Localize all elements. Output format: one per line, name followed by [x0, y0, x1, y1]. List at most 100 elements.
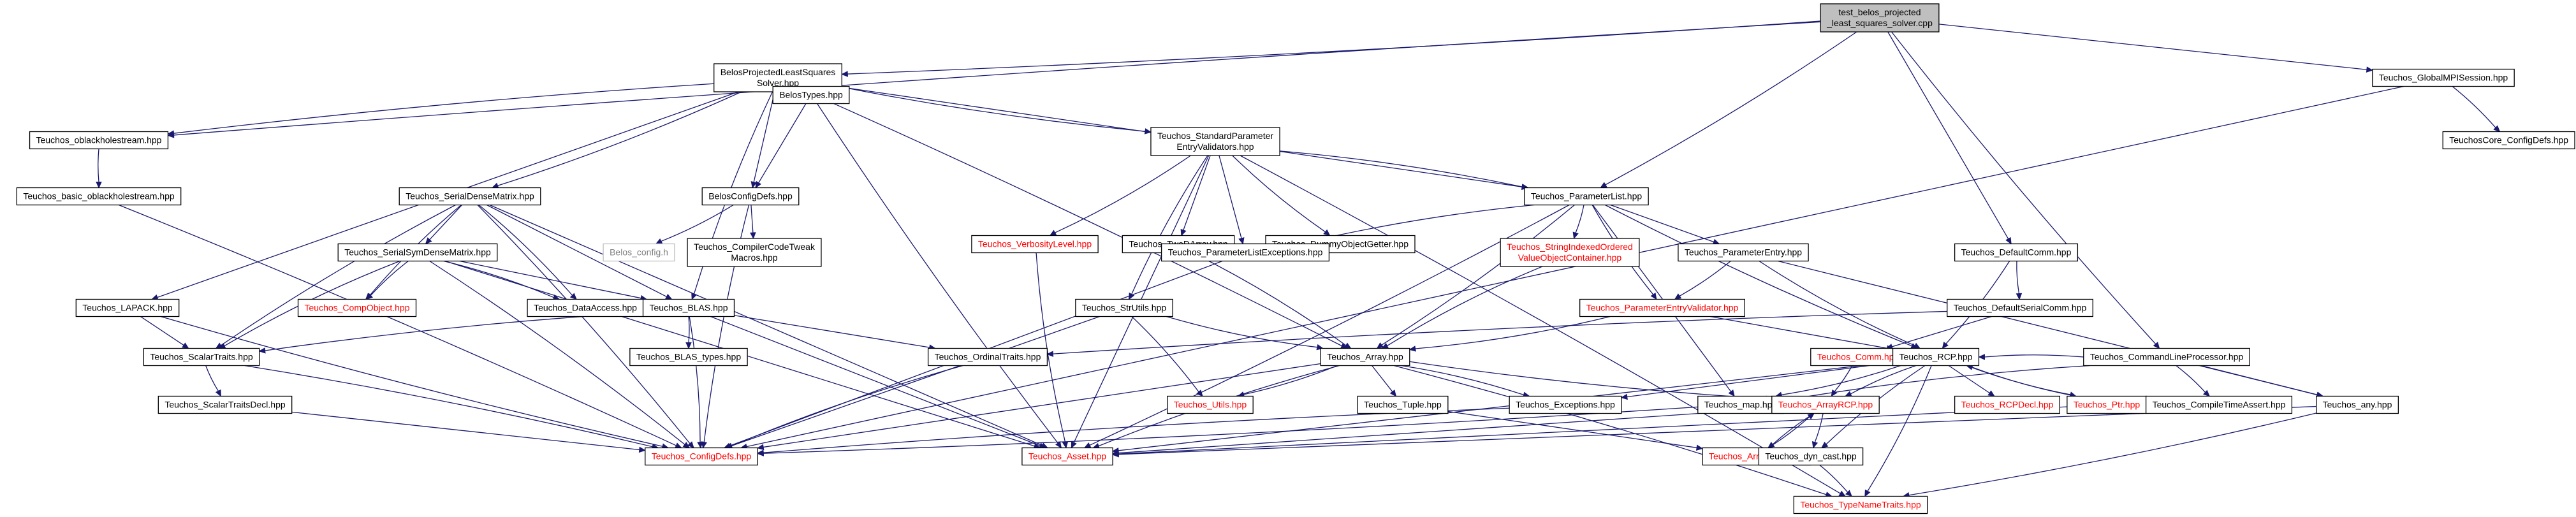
node-belostypes[interactable]: BelosTypes.hpp: [772, 85, 850, 105]
node-box: [1954, 243, 2079, 262]
edge-root-to-defaultcomm: [1887, 31, 2012, 245]
node-blastypes[interactable]: Teuchos_BLAS_types.hpp: [629, 347, 748, 367]
node-cmdline[interactable]: Teuchos_CommandLineProcessor.hpp: [2083, 347, 2250, 367]
edge-stdparam-to-twodarray: [1180, 155, 1211, 237]
node-basicoblack[interactable]: Teuchos_basic_oblackholestream.hpp: [16, 187, 182, 206]
edge-defaultcomm-to-defaultserialcomm: [2016, 261, 2023, 300]
node-scalartraits[interactable]: Teuchos_ScalarTraits.hpp: [143, 347, 260, 367]
node-label: Teuchos_SerialDenseMatrix.hpp: [406, 191, 534, 201]
edge-blas-to-blastypes: [685, 316, 692, 349]
node-label: _least_squares_solver.cpp: [1826, 18, 1933, 28]
node-oblack[interactable]: Teuchos_oblackholestream.hpp: [29, 131, 169, 150]
node-strutils[interactable]: Teuchos_StrUtils.hpp: [1075, 298, 1173, 317]
node-label: Teuchos_DefaultComm.hpp: [1961, 247, 2072, 258]
edge-pevalidator-to-array: [1409, 316, 1611, 352]
node-box: [1357, 395, 1449, 414]
node-rcp[interactable]: Teuchos_RCP.hpp: [1892, 347, 1980, 367]
node-compiletime[interactable]: Teuchos_CompileTimeAssert.hpp: [2145, 395, 2293, 414]
edge-blas-to-ordinaltraits: [734, 315, 936, 351]
node-plexceptions[interactable]: Teuchos_ParameterListExceptions.hpp: [1160, 243, 1330, 262]
node-box: [1500, 238, 1640, 267]
edge-root-to-cmdline: [1891, 31, 2160, 349]
node-box: [2067, 395, 2147, 414]
edge-blss-to-oblack: [167, 83, 714, 136]
node-blas[interactable]: Teuchos_BLAS.hpp: [642, 298, 735, 317]
node-defaultserialcomm[interactable]: Teuchos_DefaultSerialComm.hpp: [1947, 298, 2093, 317]
node-label: Teuchos_dyn_cast.hpp: [1765, 451, 1856, 462]
node-box: [399, 187, 541, 206]
edge-root-to-globalmpi: [1938, 24, 2374, 73]
node-label: Teuchos_any.hpp: [2323, 400, 2392, 410]
node-comm[interactable]: Teuchos_Comm.hpp: [1810, 347, 1906, 367]
node-tuple[interactable]: Teuchos_Tuple.hpp: [1357, 395, 1449, 414]
edge-array-to-arrayrcp: [1409, 361, 1773, 402]
node-stringindexed[interactable]: Teuchos_StringIndexedOrderedValueObjectC…: [1500, 238, 1640, 267]
edge-defaultserialcomm-to-ordinaltraits: [1046, 310, 1947, 357]
node-label: Teuchos_RCPDecl.hpp: [1961, 400, 2054, 410]
edge-scalartraits-to-configdefs: [244, 365, 659, 450]
node-serialdense[interactable]: Teuchos_SerialDenseMatrix.hpp: [399, 187, 541, 206]
node-map[interactable]: Teuchos_map.hpp: [1697, 395, 1784, 414]
edge-array-to-exceptions: [1401, 365, 1530, 398]
node-label: Teuchos_CommandLineProcessor.hpp: [2090, 352, 2244, 362]
node-box: [1697, 395, 1784, 414]
node-assert[interactable]: Teuchos_Asset.hpp: [1021, 447, 1113, 466]
node-root[interactable]: test_belos_projected_least_squares_solve…: [1820, 3, 1940, 33]
node-label: Teuchos_oblackholestream.hpp: [36, 135, 162, 145]
node-box: [1793, 495, 1928, 514]
node-dataaccess[interactable]: Teuchos_DataAccess.hpp: [527, 298, 644, 317]
edge-rcp-to-rcpdecl: [1948, 365, 1995, 397]
node-globalmpi[interactable]: Teuchos_GlobalMPISession.hpp: [2372, 68, 2515, 87]
edge-ptr-to-rcp: [1966, 364, 2076, 397]
node-ordinaltraits[interactable]: Teuchos_OrdinalTraits.hpp: [927, 347, 1048, 367]
edge-globalmpi-to-configdefs: [740, 85, 2404, 450]
node-stdparam[interactable]: Teuchos_StandardParameterEntryValidators…: [1150, 127, 1280, 156]
node-rcpdecl[interactable]: Teuchos_RCPDecl.hpp: [1954, 395, 2061, 414]
node-lapack[interactable]: Teuchos_LAPACK.hpp: [75, 298, 180, 317]
node-arrayrcp[interactable]: Teuchos_ArrayRCP.hpp: [1771, 395, 1880, 414]
node-pevalidator[interactable]: Teuchos_ParameterEntryValidator.hpp: [1579, 298, 1745, 317]
node-compobject[interactable]: Teuchos_CompObject.hpp: [297, 298, 417, 317]
nodes-layer: test_belos_projected_least_squares_solve…: [16, 3, 2575, 514]
node-configdefs[interactable]: Teuchos_ConfigDefs.hpp: [645, 447, 758, 466]
edge-rcp-to-map: [1775, 365, 1901, 398]
node-coreconfig[interactable]: TeuchosCore_ConfigDefs.hpp: [2442, 131, 2575, 150]
node-utils[interactable]: Teuchos_Utils.hpp: [1167, 395, 1254, 414]
node-ptr[interactable]: Teuchos_Ptr.hpp: [2067, 395, 2147, 414]
edge-stdparam-to-plexceptions: [1218, 155, 1245, 245]
node-label: Teuchos_ArrayRCP.hpp: [1778, 400, 1873, 410]
node-label: Teuchos_RCP.hpp: [1899, 352, 1973, 362]
node-box: [701, 187, 800, 206]
node-dyncast[interactable]: Teuchos_dyn_cast.hpp: [1758, 447, 1864, 466]
node-label: Teuchos_ParameterEntry.hpp: [1685, 247, 1802, 258]
node-label: Solver.hpp: [757, 78, 799, 88]
node-label: Teuchos_CompObject.hpp: [305, 303, 410, 313]
node-paramlist[interactable]: Teuchos_ParameterList.hpp: [1524, 187, 1649, 206]
edge-rcp-to-typename: [1864, 365, 1932, 497]
node-box: [1678, 243, 1809, 262]
edge-strutils-to-array: [1166, 316, 1324, 351]
edge-stdparam-to-typename: [1240, 155, 1847, 497]
node-scalartraitsdecl[interactable]: Teuchos_ScalarTraitsDecl.hpp: [157, 395, 293, 414]
node-any[interactable]: Teuchos_any.hpp: [2315, 395, 2399, 414]
node-defaultcomm[interactable]: Teuchos_DefaultComm.hpp: [1954, 243, 2079, 262]
edge-scalartraitsdecl-to-configdefs: [291, 411, 647, 453]
edge-belostypes-to-belosconfig: [755, 103, 807, 189]
node-serialsym[interactable]: Teuchos_SerialSymDenseMatrix.hpp: [337, 243, 498, 262]
node-label: ValueObjectContainer.hpp: [1518, 252, 1622, 263]
node-box: [1524, 187, 1649, 206]
node-label: Teuchos_basic_oblackholestream.hpp: [23, 191, 175, 201]
node-verbosity[interactable]: Teuchos_VerbosityLevel.hpp: [971, 235, 1099, 254]
node-paramentry[interactable]: Teuchos_ParameterEntry.hpp: [1678, 243, 1809, 262]
node-belosconfig[interactable]: BelosConfigDefs.hpp: [701, 187, 800, 206]
edge-lapack-to-scalartraits: [140, 316, 189, 349]
node-typename[interactable]: Teuchos_TypeNameTraits.hpp: [1793, 495, 1928, 514]
edge-root-to-blss: [841, 20, 1821, 77]
node-label: Belos_config.h: [610, 247, 668, 258]
node-label: test_belos_projected: [1838, 7, 1921, 17]
node-belosconfigh[interactable]: Belos_config.h: [603, 243, 675, 262]
node-label: Teuchos_CompilerCodeTweak: [694, 242, 816, 252]
node-exceptions[interactable]: Teuchos_Exceptions.hpp: [1509, 395, 1622, 414]
node-array[interactable]: Teuchos_Array.hpp: [1320, 347, 1410, 367]
